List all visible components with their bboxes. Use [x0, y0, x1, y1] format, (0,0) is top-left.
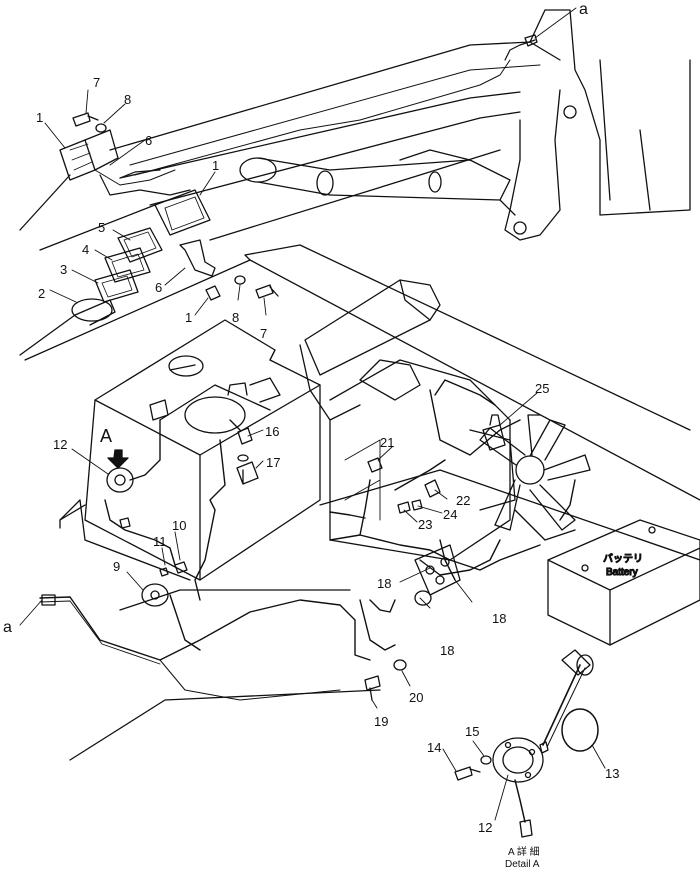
- washer-15: [480, 755, 492, 765]
- lamp-gasket-5: [117, 227, 163, 263]
- callout-7: 7: [93, 75, 100, 90]
- boom-harness: [99, 39, 536, 196]
- detail-a-sender: [492, 649, 594, 838]
- callout-12: 12: [53, 437, 67, 452]
- engine: [299, 279, 516, 561]
- bolt-7-upper: [72, 112, 99, 127]
- relay-17: [236, 461, 259, 485]
- plug-10-11: [119, 517, 188, 577]
- callout-16: 16: [265, 424, 279, 439]
- callout-5: 5: [98, 220, 105, 235]
- callout-14: 14: [427, 740, 441, 755]
- callout-21: 21: [380, 435, 394, 450]
- detail-view-arrow: [107, 449, 129, 469]
- callout-11: 11: [153, 534, 167, 549]
- washer-8-upper: [95, 123, 107, 133]
- callout-17: 17: [266, 455, 280, 470]
- callout-19: 19: [374, 714, 388, 729]
- callout-1: 1: [36, 110, 43, 125]
- callout-18: 18: [492, 611, 506, 626]
- connector-block-18: [414, 544, 461, 606]
- callout-15: 15: [465, 724, 479, 739]
- callout-4: 4: [82, 242, 89, 257]
- callout-numbers: 7 8 1 6 1 5 4 3 2 6 1 8 7 12 16 17 10 11…: [36, 75, 619, 835]
- callout-23: 23: [418, 517, 432, 532]
- callout-3: 3: [60, 262, 67, 277]
- washer-20: [393, 659, 407, 671]
- callout-25: 25: [535, 381, 549, 396]
- horn-12: [106, 467, 134, 493]
- callout-20: 20: [409, 690, 423, 705]
- callout-1: 1: [212, 158, 219, 173]
- callout-6: 6: [155, 280, 162, 295]
- markers: a a A A 詳 細 Detail A: [3, 1, 588, 870]
- callout-8: 8: [232, 310, 239, 325]
- battery-label-en: Battery: [606, 567, 638, 578]
- callout-18: 18: [440, 643, 454, 658]
- nut-24: [411, 499, 423, 511]
- callout-13: 13: [605, 766, 619, 781]
- bolt-7-lower: [255, 284, 279, 299]
- callout-8: 8: [124, 92, 131, 107]
- detail-label-jp: A 詳 細: [508, 845, 540, 858]
- callout-2: 2: [38, 286, 45, 301]
- battery-label-jp: バッテリ: [603, 553, 643, 565]
- connector-22: [424, 479, 441, 498]
- boom-work-lamp: [19, 129, 176, 231]
- leader-lines-detail: [442, 740, 606, 821]
- lamp-lens-4: [104, 247, 151, 283]
- leader-lines-lower: [19, 7, 577, 709]
- bolt-14: [454, 766, 481, 781]
- o-ring-13: [561, 708, 599, 752]
- leader-lines-upper: [44, 89, 267, 316]
- detail-label-en: Detail A: [505, 859, 540, 870]
- sender-9: [141, 583, 169, 607]
- callout-9: 9: [113, 559, 120, 574]
- callout-22: 22: [456, 493, 470, 508]
- callout-24: 24: [443, 507, 457, 522]
- bracket-6: [179, 239, 216, 277]
- battery: [547, 519, 700, 646]
- connector-marker-a-left: a: [3, 619, 12, 636]
- callout-12: 12: [478, 820, 492, 835]
- callout-7: 7: [260, 326, 267, 341]
- lamp-body-2: [19, 298, 116, 356]
- callout-18: 18: [377, 576, 391, 591]
- wiring-harness: [39, 379, 576, 701]
- callout-10: 10: [172, 518, 186, 533]
- callout-6: 6: [145, 133, 152, 148]
- washer-8-lower: [234, 275, 246, 285]
- callout-1: 1: [185, 310, 192, 325]
- sensor-21: [367, 457, 383, 473]
- tank: [84, 319, 321, 581]
- connector-a-left: [41, 594, 56, 606]
- sensor-16: [237, 427, 253, 462]
- hydraulic-cylinder: [239, 149, 516, 216]
- front-lamp: [39, 189, 211, 251]
- nut-1-lower: [205, 285, 221, 301]
- machine-frame: [24, 244, 700, 761]
- connector-a-top: [524, 34, 538, 47]
- connector-marker-a-top: a: [579, 1, 588, 18]
- switch-25: [482, 414, 506, 451]
- detail-view-marker: A: [100, 426, 112, 446]
- bolt-19: [364, 675, 381, 701]
- bolt-23: [397, 501, 411, 514]
- boom-assembly: [109, 9, 691, 241]
- lamp-rim-3: [94, 269, 139, 303]
- radiator-fan: [479, 414, 591, 531]
